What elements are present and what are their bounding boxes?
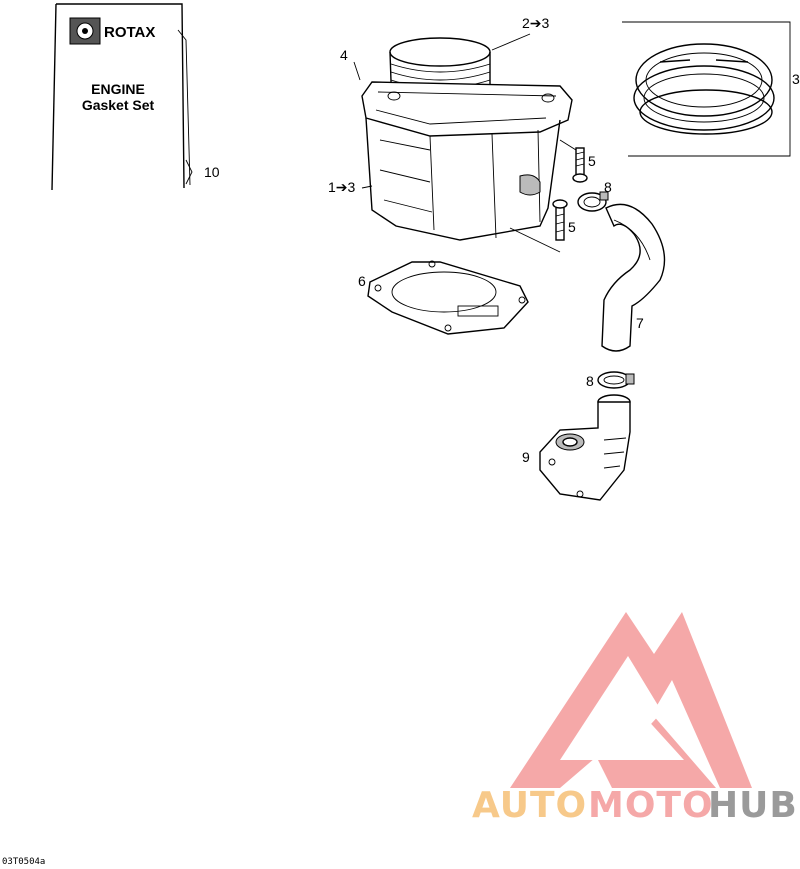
watermark-text-hub: HUB — [708, 785, 798, 826]
automotohub-watermark: AUTO MOTO HUB — [472, 612, 798, 826]
callout-9: 9 — [522, 449, 530, 465]
water-pump-housing — [539, 394, 631, 501]
callout-5a: 5 — [588, 153, 596, 169]
cylinder-assembly — [361, 37, 573, 253]
package-title-line2: Gasket Set — [82, 97, 155, 113]
callout-1: 1➔3 — [328, 179, 356, 195]
base-gasket — [367, 260, 529, 335]
package-title-line1: ENGINE — [91, 81, 145, 97]
screw-upper — [572, 147, 588, 183]
watermark-text-moto: MOTO — [588, 785, 714, 826]
watermark-text-auto: AUTO — [472, 785, 587, 826]
gasket-set-package: ROTAX ENGINE Gasket Set — [51, 3, 193, 191]
clamp-lower — [597, 371, 635, 389]
piston-rings-box — [622, 21, 791, 157]
callout-5b: 5 — [568, 219, 576, 235]
callout-10: 10 — [204, 164, 220, 180]
callout-8b: 8 — [586, 373, 594, 389]
callout-6: 6 — [358, 273, 366, 289]
callout-7: 7 — [636, 315, 644, 331]
diagram-reference-code: 03T0504a — [2, 857, 45, 867]
callout-3: 3 — [792, 71, 800, 87]
screw-lower — [552, 199, 568, 241]
watermark-logo-icon — [510, 612, 752, 788]
clamp-upper — [577, 191, 609, 212]
callout-8a: 8 — [604, 179, 612, 195]
callout-4: 4 — [340, 47, 348, 63]
callout-2: 2➔3 — [522, 15, 550, 31]
brand-name: ROTAX — [104, 24, 155, 41]
coolant-hose — [601, 203, 666, 352]
